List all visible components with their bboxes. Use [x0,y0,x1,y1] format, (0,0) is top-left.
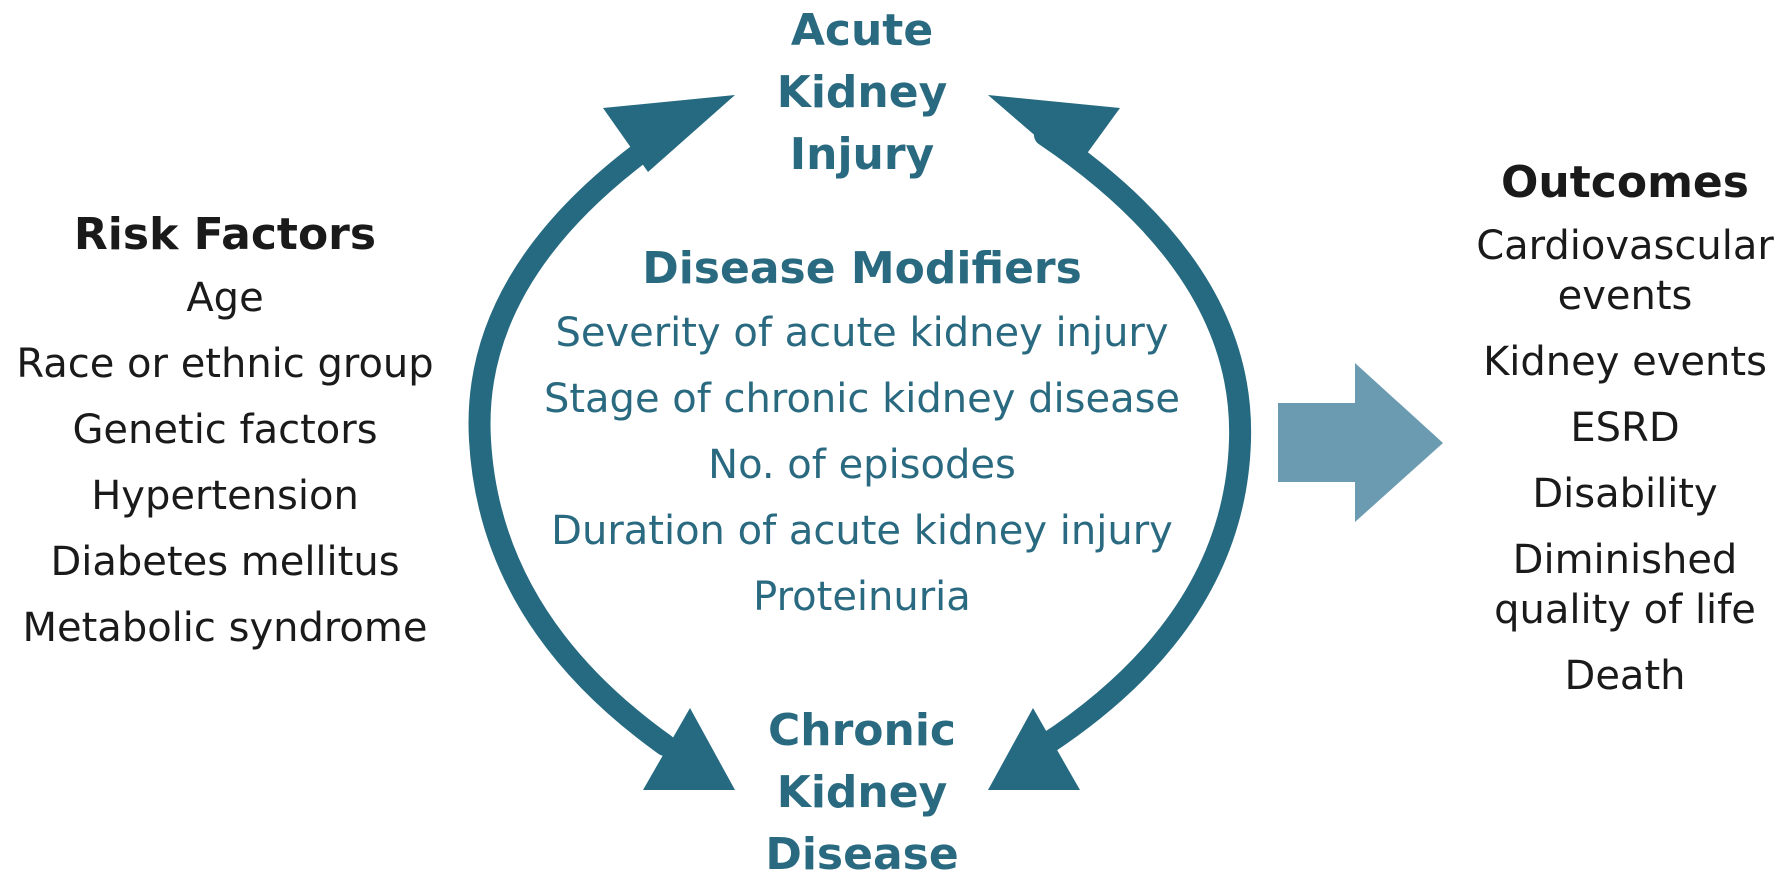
outcome-line: Disability [1532,470,1718,517]
modifier-item: No. of episodes [708,442,1016,488]
outcome-line: events [1557,272,1693,319]
modifier-item: Proteinuria [753,574,971,620]
risk-factors-panel: Risk Factors Age Race or ethnic group Ge… [0,209,450,661]
outcome-line: Cardiovascular [1476,222,1774,269]
outcomes-panel: Outcomes Cardiovascular events Kidney ev… [1458,157,1792,717]
outcome-item: Diminished quality of life [1494,535,1756,635]
outcome-line: Death [1564,652,1686,699]
outcome-item: Disability [1532,469,1717,519]
modifier-item: Duration of acute kidney injury [551,508,1173,554]
outcome-item: ESRD [1570,403,1679,453]
risk-factor-item: Genetic factors [72,406,378,453]
disease-modifiers-title: Disease Modifiers [642,243,1082,294]
acute-line-1: Acute [790,5,934,56]
risk-factor-item: Hypertension [91,472,359,519]
arrowhead-bottom-left [643,708,735,790]
arrowhead-top-right [988,95,1120,170]
risk-factor-item: Diabetes mellitus [50,538,400,585]
outcome-item: Cardiovascular events [1476,221,1774,321]
outcome-arrow [1278,363,1443,522]
chronic-line-2: Kidney [776,767,948,818]
outcome-item: Kidney events [1483,337,1767,387]
acute-line-2: Kidney [776,67,948,118]
outcome-item: Death [1565,651,1686,701]
arrowhead-top-left [603,95,735,172]
outcome-line: ESRD [1570,404,1680,451]
modifier-item: Stage of chronic kidney disease [543,376,1181,422]
outcome-line: quality of life [1494,586,1756,633]
outcome-line: Diminished [1512,536,1738,583]
outcome-line: Kidney events [1483,338,1767,385]
right-cycle-arc [1034,124,1252,756]
modifier-item: Severity of acute kidney injury [555,310,1169,356]
chronic-line-1: Chronic [767,705,957,756]
risk-factor-item: Race or ethnic group [16,340,434,387]
arrowhead-bottom-right [988,708,1080,790]
chronic-kidney-disease-label: Chronic Kidney Disease [742,700,982,886]
risk-factor-item: Metabolic syndrome [22,604,428,651]
chronic-line-3: Disease [765,829,959,880]
acute-line-3: Injury [789,129,935,180]
outcomes-title: Outcomes [1501,157,1749,208]
left-cycle-arc [468,124,676,756]
disease-modifiers-panel: Disease Modifiers Severity of acute kidn… [512,238,1212,630]
acute-kidney-injury-label: Acute Kidney Injury [762,0,962,186]
risk-factor-item: Age [186,274,264,321]
risk-factors-title: Risk Factors [73,209,377,260]
